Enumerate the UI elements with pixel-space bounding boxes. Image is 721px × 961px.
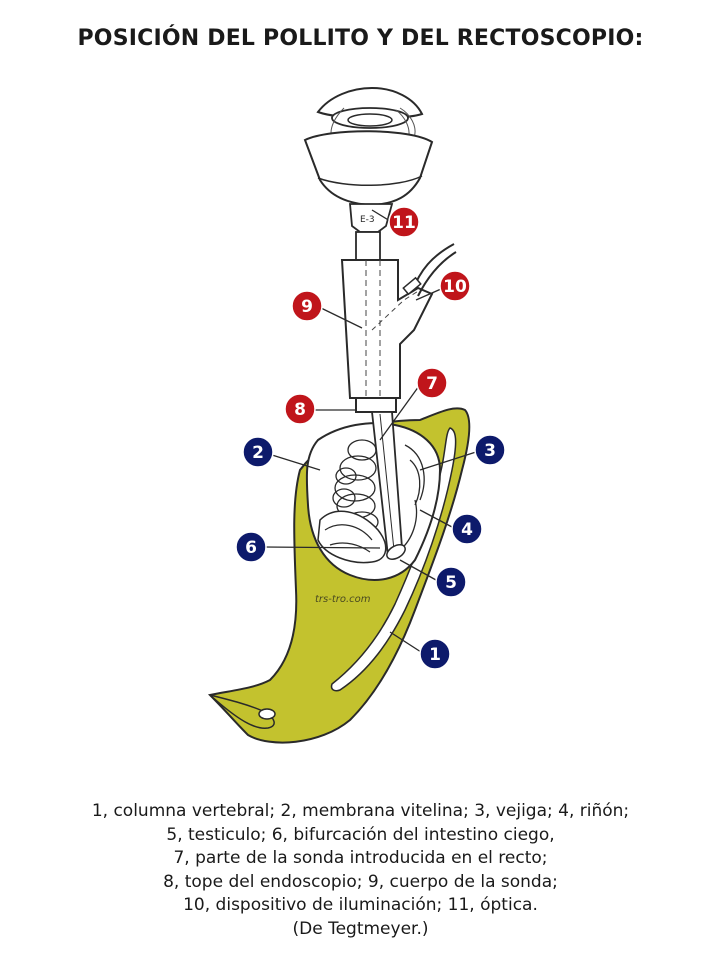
label-7: 7 bbox=[417, 368, 447, 398]
chick-eye bbox=[259, 709, 275, 719]
svg-text:9: 9 bbox=[301, 297, 313, 317]
svg-text:5: 5 bbox=[445, 573, 457, 593]
caption-line: (De Tegtmeyer.) bbox=[0, 918, 721, 942]
svg-text:2: 2 bbox=[252, 443, 264, 463]
caption-line: 10, dispositivo de iluminación; 11, ópti… bbox=[0, 894, 721, 918]
caption-line: 5, testiculo; 6, bifurcación del intesti… bbox=[0, 824, 721, 848]
svg-text:4: 4 bbox=[461, 520, 473, 540]
label-9: 9 bbox=[292, 291, 322, 321]
label-6: 6 bbox=[236, 532, 266, 562]
svg-text:7: 7 bbox=[426, 374, 438, 394]
watermark: trs-tro.com bbox=[315, 594, 371, 605]
label-10: 10 bbox=[440, 271, 470, 301]
svg-text:6: 6 bbox=[245, 538, 257, 558]
svg-text:3: 3 bbox=[484, 441, 496, 461]
svg-text:8: 8 bbox=[294, 400, 306, 420]
label-4: 4 bbox=[452, 514, 482, 544]
scope-neck bbox=[356, 232, 380, 260]
caption-line: 8, tope del endoscopio; 9, cuerpo de la … bbox=[0, 871, 721, 895]
label-8: 8 bbox=[285, 394, 315, 424]
label-11: 11 bbox=[389, 207, 419, 237]
svg-text:E-3: E-3 bbox=[360, 215, 375, 225]
label-1: 1 bbox=[420, 639, 450, 669]
caption-line: 1, columna vertebral; 2, membrana viteli… bbox=[0, 800, 721, 824]
label-2: 2 bbox=[243, 437, 273, 467]
label-3: 3 bbox=[475, 435, 505, 465]
label-5: 5 bbox=[436, 567, 466, 597]
caption-line: 7, parte de la sonda introducida en el r… bbox=[0, 847, 721, 871]
svg-text:10: 10 bbox=[443, 277, 467, 297]
endoscope-stop bbox=[356, 398, 396, 412]
svg-text:1: 1 bbox=[429, 645, 441, 665]
eyepiece-cone bbox=[305, 131, 432, 205]
svg-text:11: 11 bbox=[392, 213, 416, 233]
figure-caption: 1, columna vertebral; 2, membrana viteli… bbox=[0, 800, 721, 941]
